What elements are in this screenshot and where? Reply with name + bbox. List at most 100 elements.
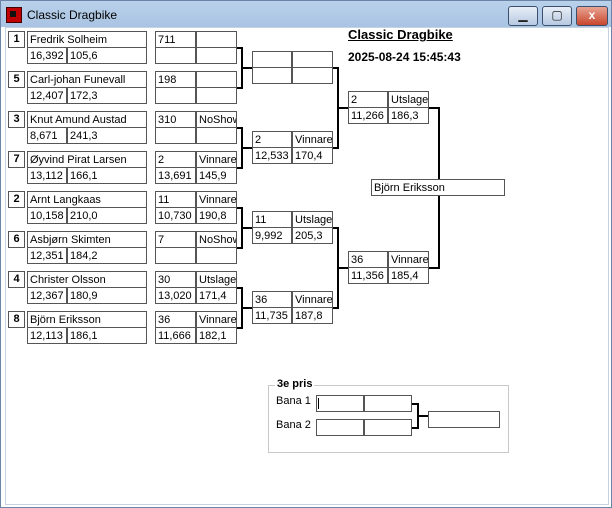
seed-badge: 6 <box>8 231 25 248</box>
rider-time[interactable]: 8,671 <box>27 127 67 144</box>
minimize-button[interactable]: ▁ <box>508 6 538 26</box>
heat-number[interactable]: 36 <box>155 311 196 328</box>
heat-time[interactable] <box>155 247 196 264</box>
lane1-number[interactable] <box>316 395 364 412</box>
heat-number[interactable]: 2 <box>252 131 292 148</box>
title-bar[interactable]: Classic Dragbike ▁ ▢ x <box>1 1 611 27</box>
heat-result[interactable]: Vinnare <box>196 311 237 328</box>
heat-speed[interactable] <box>196 127 237 144</box>
heat-number[interactable]: 2 <box>348 91 388 108</box>
heat-result[interactable]: Vinnare <box>388 251 429 268</box>
rider-name[interactable]: Øyvind Pirat Larsen <box>27 151 147 168</box>
heat-speed[interactable]: 182,1 <box>196 327 237 344</box>
heat-speed[interactable]: 187,8 <box>292 307 333 324</box>
heat-speed[interactable]: 170,4 <box>292 147 333 164</box>
maximize-button[interactable]: ▢ <box>542 6 572 26</box>
heat-result[interactable]: NoShow <box>196 111 237 128</box>
rider-time[interactable]: 12,367 <box>27 287 67 304</box>
connector-line <box>337 107 348 109</box>
rider-name[interactable]: Fredrik Solheim <box>27 31 147 48</box>
close-button[interactable]: x <box>576 6 608 26</box>
heat-speed[interactable] <box>196 247 237 264</box>
heat-time[interactable] <box>252 67 292 84</box>
rider-name[interactable]: Carl-johan Funevall <box>27 71 147 88</box>
rider-speed[interactable]: 180,9 <box>67 287 147 304</box>
champion-field[interactable]: Björn Eriksson <box>371 179 505 196</box>
heat-result[interactable]: Vinnare <box>292 291 333 308</box>
heat-time[interactable]: 11,666 <box>155 327 196 344</box>
heat-result[interactable] <box>196 71 237 88</box>
heat-time[interactable]: 11,266 <box>348 107 388 124</box>
heat-speed[interactable]: 186,3 <box>388 107 429 124</box>
rider-time[interactable]: 12,351 <box>27 247 67 264</box>
heat-result[interactable] <box>292 51 333 68</box>
heat-result[interactable]: Vinnare <box>196 151 237 168</box>
heat-speed[interactable] <box>196 47 237 64</box>
heat-number[interactable]: 11 <box>252 211 292 228</box>
rider-speed[interactable]: 166,1 <box>67 167 147 184</box>
heat-result[interactable]: Vinnare <box>292 131 333 148</box>
heat-speed[interactable]: 205,3 <box>292 227 333 244</box>
seed-badge: 3 <box>8 111 25 128</box>
text-cursor <box>318 398 319 409</box>
lane2-label: Bana 2 <box>276 419 311 431</box>
heat-number[interactable] <box>252 51 292 68</box>
rider-time[interactable]: 12,407 <box>27 87 67 104</box>
heat-speed[interactable] <box>292 67 333 84</box>
heat-time[interactable]: 13,691 <box>155 167 196 184</box>
heat-number[interactable]: 2 <box>155 151 196 168</box>
lane2-result[interactable] <box>364 419 412 436</box>
heat-speed[interactable] <box>196 87 237 104</box>
heat-number[interactable]: 711 <box>155 31 196 48</box>
rider-speed[interactable]: 105,6 <box>67 47 147 64</box>
rider-speed[interactable]: 184,2 <box>67 247 147 264</box>
rider-name[interactable]: Christer Olsson <box>27 271 147 288</box>
heat-result[interactable]: Utslagen <box>388 91 429 108</box>
heat-result[interactable]: NoShow <box>196 231 237 248</box>
heat-time[interactable]: 13,020 <box>155 287 196 304</box>
connector-line <box>333 307 338 309</box>
heat-number[interactable]: 36 <box>252 291 292 308</box>
rider-speed[interactable]: 186,1 <box>67 327 147 344</box>
heat-time[interactable]: 11,356 <box>348 267 388 284</box>
rider-name[interactable]: Björn Eriksson <box>27 311 147 328</box>
heat-result[interactable] <box>196 31 237 48</box>
heat-number[interactable]: 30 <box>155 271 196 288</box>
heat-speed[interactable]: 190,8 <box>196 207 237 224</box>
heat-result[interactable]: Utslagen <box>292 211 333 228</box>
heat-number[interactable]: 36 <box>348 251 388 268</box>
lane1-result[interactable] <box>364 395 412 412</box>
rider-speed[interactable]: 210,0 <box>67 207 147 224</box>
connector-line <box>333 67 338 69</box>
heat-time[interactable]: 10,730 <box>155 207 196 224</box>
rider-time[interactable]: 12,113 <box>27 327 67 344</box>
rider-time[interactable]: 13,112 <box>27 167 67 184</box>
heat-speed[interactable]: 171,4 <box>196 287 237 304</box>
heat-time[interactable] <box>155 47 196 64</box>
third-place-winner-field[interactable] <box>428 411 500 428</box>
heat-time[interactable]: 11,735 <box>252 307 292 324</box>
rider-name[interactable]: Knut Amund Austad <box>27 111 147 128</box>
heat-time[interactable]: 9,992 <box>252 227 292 244</box>
heat-number[interactable]: 198 <box>155 71 196 88</box>
heat-number[interactable]: 11 <box>155 191 196 208</box>
rider-name[interactable]: Arnt Langkaas <box>27 191 147 208</box>
lane2-number[interactable] <box>316 419 364 436</box>
rider-speed[interactable]: 241,3 <box>67 127 147 144</box>
heat-number[interactable]: 7 <box>155 231 196 248</box>
rider-speed[interactable]: 172,3 <box>67 87 147 104</box>
rider-time[interactable]: 16,392 <box>27 47 67 64</box>
window-title: Classic Dragbike <box>27 8 118 22</box>
heat-result[interactable]: Vinnare <box>196 191 237 208</box>
heat-time[interactable]: 12,533 <box>252 147 292 164</box>
heat-time[interactable] <box>155 87 196 104</box>
heat-time[interactable] <box>155 127 196 144</box>
heat-result[interactable]: Utslagen <box>196 271 237 288</box>
heat-number[interactable]: 310 <box>155 111 196 128</box>
heat-speed[interactable]: 185,4 <box>388 267 429 284</box>
rider-name[interactable]: Asbjørn Skimten <box>27 231 147 248</box>
app-icon[interactable] <box>6 7 22 23</box>
heat-speed[interactable]: 145,9 <box>196 167 237 184</box>
rider-time[interactable]: 10,158 <box>27 207 67 224</box>
